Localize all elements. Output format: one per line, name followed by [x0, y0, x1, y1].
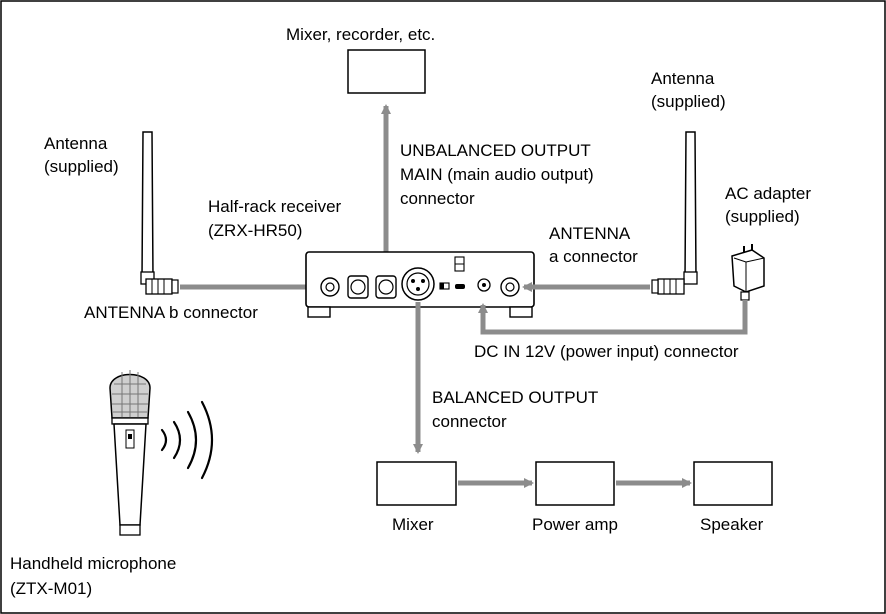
power-amp-box — [535, 461, 615, 506]
receiver-label-2: (ZRX-HR50) — [208, 221, 302, 240]
antenna-icon — [140, 131, 179, 295]
receiver-icon — [305, 251, 535, 318]
mixer-box — [376, 461, 457, 506]
unbalanced-output-label-2: MAIN (main audio output) — [400, 165, 594, 184]
antenna-right-label-2: (supplied) — [651, 92, 726, 111]
antenna-left-label-2: (supplied) — [44, 157, 119, 176]
speaker-label: Speaker — [700, 515, 764, 534]
mixer-label: Mixer — [392, 515, 434, 534]
ac-adapter-label-2: (supplied) — [725, 207, 800, 226]
ac-adapter-icon — [731, 244, 765, 301]
antenna-b-label: ANTENNA b connector — [84, 303, 258, 322]
radio-waves-icon — [160, 400, 214, 480]
receiver-label-1: Half-rack receiver — [208, 197, 342, 216]
antenna-a-label-2: a connector — [549, 247, 638, 266]
microphone-label-1: Handheld microphone — [10, 554, 176, 573]
balanced-output-label-1: BALANCED OUTPUT — [432, 388, 598, 407]
antenna-left-label-1: Antenna — [44, 134, 108, 153]
handheld-microphone-icon — [109, 370, 151, 536]
antenna-right-label-1: Antenna — [651, 69, 715, 88]
unbalanced-output-label-1: UNBALANCED OUTPUT — [400, 141, 591, 160]
unbalanced-output-label-3: connector — [400, 189, 475, 208]
dc-in-label: DC IN 12V (power input) connector — [474, 342, 739, 361]
dc-power-arrow — [478, 300, 748, 335]
mixer-recorder-label: Mixer, recorder, etc. — [286, 25, 435, 44]
mixer-recorder-box — [347, 49, 426, 94]
antenna-a-label-1: ANTENNA — [549, 224, 631, 243]
speaker-box — [693, 461, 773, 506]
antenna-icon — [651, 131, 698, 295]
microphone-label-2: (ZTX-M01) — [10, 579, 92, 598]
power-amp-label: Power amp — [532, 515, 618, 534]
ac-adapter-label-1: AC adapter — [725, 184, 811, 203]
balanced-output-label-2: connector — [432, 412, 507, 431]
